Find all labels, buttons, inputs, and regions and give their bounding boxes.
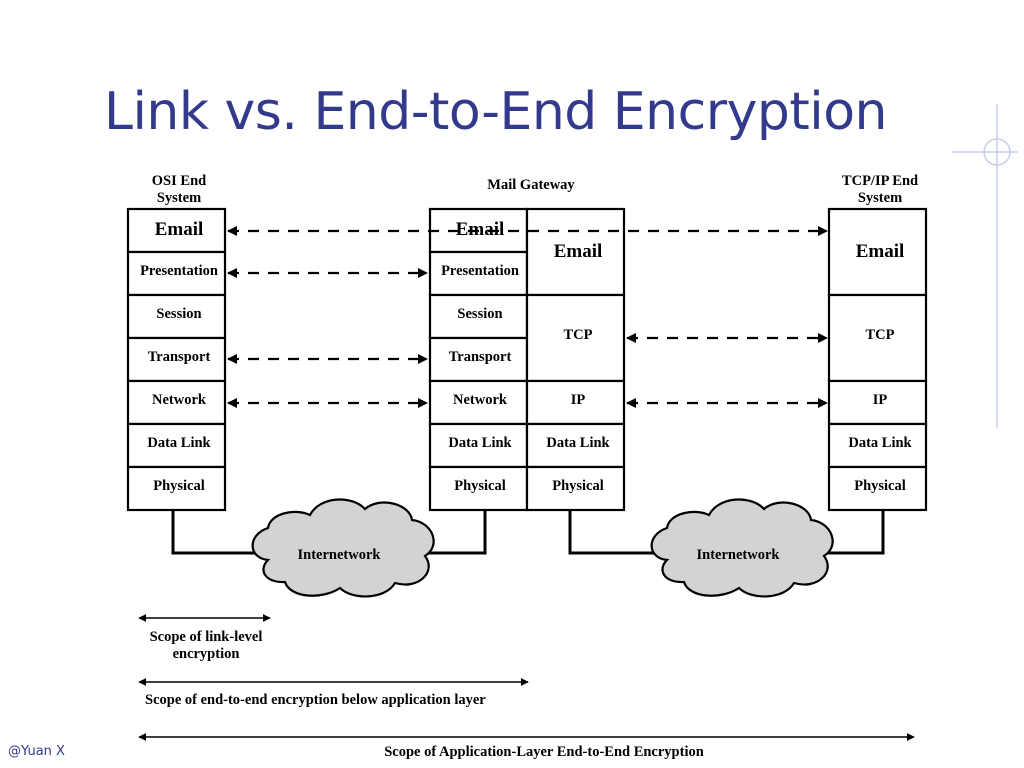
layer-tcp: TCP [564, 327, 593, 343]
slide-title: Link vs. End-to-End Encryption [104, 82, 887, 142]
layer-box [126, 422, 227, 469]
layer-session: Session [156, 306, 201, 322]
layer-box [126, 379, 227, 426]
layer-box [126, 465, 227, 512]
layer-email: Email [155, 219, 204, 240]
layer-network: Network [152, 392, 207, 408]
layer-presentation: Presentation [441, 263, 519, 279]
layer-presentation: Presentation [140, 263, 218, 279]
layer-box [428, 422, 529, 469]
layer-box [827, 293, 928, 383]
layer-transport: Transport [148, 349, 211, 365]
wire [171, 510, 265, 555]
layer-box [827, 422, 928, 469]
layer-box [126, 207, 227, 254]
footer-credit: @Yuan X [8, 744, 65, 759]
scope-label-line-1: Scope of link-level [150, 629, 263, 645]
layer-data-link: Data Link [147, 435, 211, 451]
layer-physical: Physical [454, 478, 506, 494]
cloud-shape [650, 498, 834, 598]
layer-physical: Physical [854, 478, 906, 494]
internetwork-cloud-left: Internetwork [251, 498, 435, 598]
layer-data-link: Data Link [848, 435, 912, 451]
layer-network: Network [453, 392, 508, 408]
layer-box [525, 293, 626, 383]
layer-box [126, 293, 227, 340]
cloud-label: Internetwork [697, 547, 781, 563]
layer-box [525, 379, 626, 426]
layer-box [827, 465, 928, 512]
layer-transport: Transport [449, 349, 512, 365]
tcpip-end-system-header: TCP/IP End System [842, 173, 918, 206]
layer-box [525, 465, 626, 512]
layer-data-link: Data Link [546, 435, 610, 451]
peer-arrows [227, 226, 828, 408]
scope-application-layer: Scope of Application-Layer End-to-End En… [138, 733, 915, 760]
scope-label-line-2: encryption [173, 646, 240, 662]
layer-email: Email [856, 241, 905, 262]
gateway-osi-stack: Email Presentation Session Transport Net… [428, 207, 529, 512]
tcpip-header-line-2: System [858, 190, 902, 206]
osi-header-line-1: OSI End [152, 173, 206, 189]
layer-email: Email [554, 241, 603, 262]
layer-ip: IP [873, 392, 888, 408]
wire [815, 510, 885, 555]
internetwork-cloud-right: Internetwork [650, 498, 834, 598]
osi-end-system-stack: Email Presentation Session Transport Net… [126, 207, 227, 512]
layer-physical: Physical [552, 478, 604, 494]
mail-gateway-header: Mail Gateway [487, 177, 575, 193]
layer-ip: IP [571, 392, 586, 408]
tcpip-header-line-1: TCP/IP End [842, 173, 918, 189]
tcpip-end-system-stack: Email TCP IP Data Link Physical [827, 207, 928, 512]
layer-box [428, 465, 529, 512]
scope-link-level: Scope of link-level encryption [138, 614, 271, 662]
osi-header-line-2: System [157, 190, 201, 206]
layer-email: Email [456, 219, 505, 240]
physical-links [171, 510, 885, 555]
layer-tcp: TCP [866, 327, 895, 343]
layer-box [126, 250, 227, 297]
cloud-shape [251, 498, 435, 598]
layer-physical: Physical [153, 478, 205, 494]
layer-session: Session [457, 306, 502, 322]
layer-data-link: Data Link [448, 435, 512, 451]
cloud-label: Internetwork [298, 547, 382, 563]
decorative-crosshair [952, 104, 1018, 428]
gateway-tcpip-stack: Email TCP IP Data Link Physical [525, 207, 626, 512]
osi-end-system-header: OSI End System [152, 173, 206, 206]
scope-end-to-end-below-app: Scope of end-to-end encryption below app… [138, 678, 529, 708]
scope-label: Scope of end-to-end encryption below app… [145, 692, 486, 708]
wire [568, 510, 665, 555]
layer-box [126, 336, 227, 383]
wire [420, 510, 487, 555]
layer-box [827, 207, 928, 297]
layer-box [827, 379, 928, 426]
scope-label: Scope of Application-Layer End-to-End En… [384, 744, 704, 760]
